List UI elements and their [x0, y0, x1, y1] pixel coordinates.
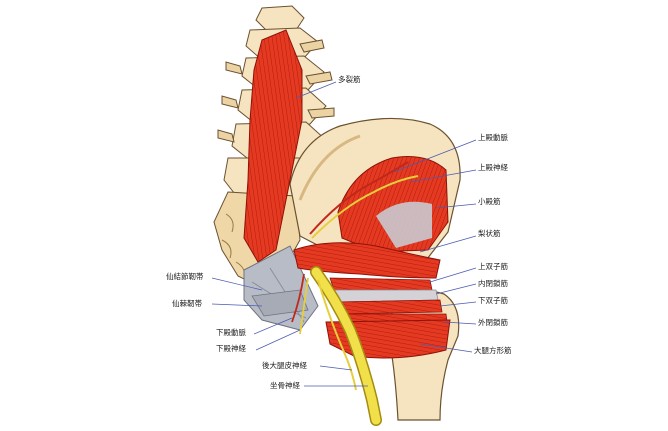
- label-gluteus-minimus: 小殿筋: [478, 197, 501, 206]
- multifidus-muscle: [243, 29, 303, 263]
- label-sciatic-nerve: 坐骨神経: [270, 381, 300, 390]
- superior-gluteal-artery: [309, 161, 409, 235]
- superior-gluteal-nerve: [311, 175, 419, 239]
- label-sacrotuberous-ligament: 仙結節靭帯: [166, 272, 204, 281]
- label-quadratus-femoris: 大腿方形筋: [474, 346, 512, 355]
- label-inferior-gluteal-artery: 下殿動脈: [216, 328, 246, 337]
- label-posterior-femoral-cutaneous-nerve: 後大腿皮神経: [262, 361, 307, 370]
- label-superior-gluteal-artery: 上殿動脈: [478, 133, 508, 142]
- label-inferior-gemellus: 下双子筋: [478, 296, 508, 305]
- label-obturator-internus: 内閉鎖筋: [478, 279, 508, 288]
- label-obturator-externus: 外閉鎖筋: [478, 318, 508, 327]
- label-superior-gemellus: 上双子筋: [478, 262, 508, 271]
- inferior-gluteal-artery: [291, 273, 305, 323]
- leader-lines: [211, 81, 477, 387]
- posterior-femoral-cutaneous-nerve: [317, 279, 357, 391]
- label-piriformis: 梨状筋: [478, 229, 501, 238]
- inferior-gluteal-nerve: [299, 277, 309, 335]
- label-multifidus: 多裂筋: [338, 75, 361, 84]
- sacrospinous-ligament: [251, 289, 309, 317]
- label-inferior-gluteal-nerve: 下殿神経: [216, 344, 246, 353]
- superior-gemellus-muscle: [329, 277, 433, 291]
- label-sacrospinous-ligament: 仙棘靭帯: [172, 299, 202, 308]
- piriformis-muscle: [293, 242, 441, 279]
- inferior-gemellus-muscle: [335, 299, 443, 315]
- label-superior-gluteal-nerve: 上殿神経: [478, 163, 508, 172]
